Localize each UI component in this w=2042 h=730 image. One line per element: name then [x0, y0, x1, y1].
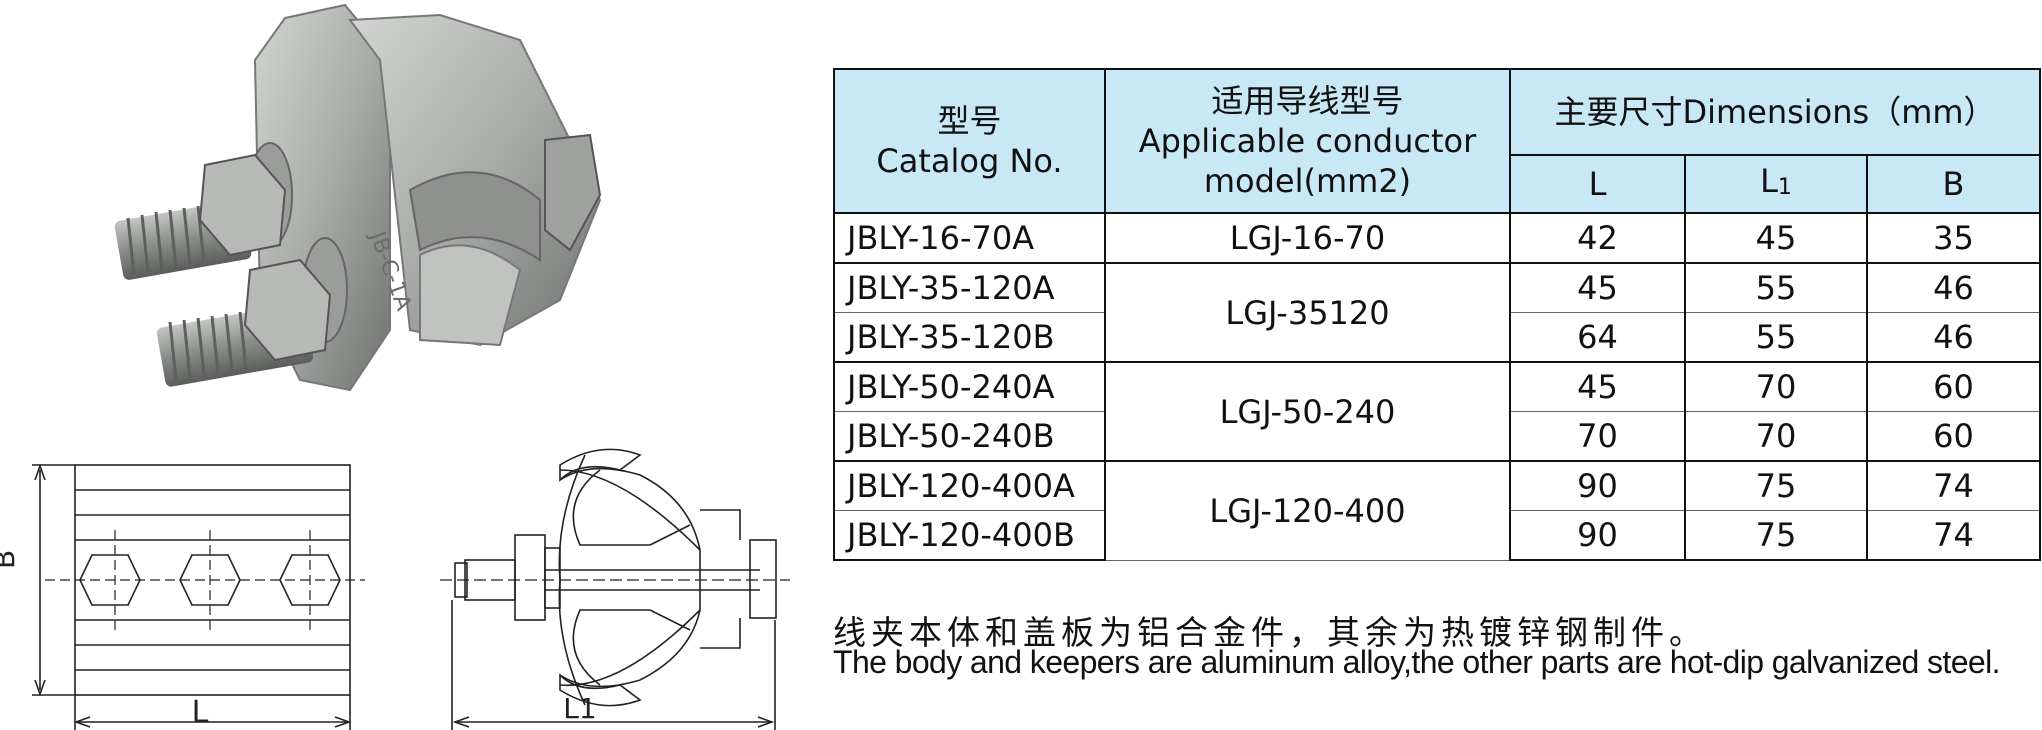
cell-catalog: JBLY-50-240A — [833, 361, 1106, 412]
cell-l: 45 — [1509, 262, 1686, 313]
header-applicable-conductor: 适用导线型号 Applicable conductor model(mm2) — [1104, 68, 1511, 214]
material-note-cn: 线夹本体和盖板为铝合金件，其余为热镀锌钢制件。 — [833, 613, 1707, 652]
cell-b: 46 — [1865, 262, 2042, 313]
table-row: JBLY-50-240B 70 70 60 — [833, 411, 2042, 462]
cell-l: 90 — [1509, 460, 1686, 511]
header-col-l1-sub: 1 — [1777, 174, 1792, 200]
cell-catalog: JBLY-120-400A — [833, 460, 1106, 511]
dimension-label-l1: L1 — [563, 692, 596, 725]
product-illustrations: JB-C-1A — [0, 3, 790, 730]
cell-conductor: LGJ-16-70 — [1104, 212, 1511, 264]
cell-l1: 75 — [1684, 460, 1868, 511]
material-note-en: The body and keepers are aluminum alloy,… — [833, 644, 2001, 680]
cell-conductor: LGJ-50-240 — [1104, 361, 1511, 462]
dimension-label-b: B — [0, 550, 21, 569]
cell-l: 90 — [1509, 510, 1686, 561]
cell-b: 35 — [1865, 212, 2042, 264]
header-col-l: L — [1509, 154, 1686, 214]
table-row: JBLY-120-400B 90 75 74 — [833, 510, 2042, 561]
table-subheader-row: L L1 B — [834, 154, 2042, 214]
cell-b: 60 — [1865, 361, 2042, 412]
cell-b: 46 — [1865, 312, 2042, 363]
header-catalog-no: 型号 Catalog No. — [833, 68, 1106, 214]
specification-table: 型号 Catalog No. 适用导线型号 Applicable conduct… — [833, 68, 2042, 561]
table-header-row: 型号 Catalog No. 适用导线型号 Applicable conduct… — [833, 68, 2042, 214]
cell-b: 74 — [1865, 460, 2042, 511]
header-catalog-cn: 型号 — [937, 102, 1002, 140]
cell-b: 60 — [1865, 411, 2042, 462]
header-conductor-cn: 适用导线型号 — [1211, 82, 1404, 120]
table-row: JBLY-35-120B 64 55 46 — [833, 312, 2042, 363]
table-row: JBLY-35-120A LGJ-35120 45 55 46 — [833, 262, 2042, 363]
cell-catalog: JBLY-16-70A — [833, 212, 1106, 264]
table-row: JBLY-120-400A LGJ-120-400 90 75 74 — [833, 460, 2042, 561]
table-row: JBLY-16-70A LGJ-16-70 42 45 35 — [833, 212, 2042, 264]
cell-l: 42 — [1509, 212, 1686, 264]
header-catalog-en: Catalog No. — [876, 142, 1063, 180]
cell-conductor: LGJ-120-400 — [1104, 460, 1511, 561]
cell-l1: 55 — [1684, 312, 1868, 363]
header-conductor-en-1: Applicable conductor — [1138, 122, 1477, 160]
cell-catalog: JBLY-120-400B — [833, 510, 1106, 561]
front-view-drawing — [32, 463, 365, 730]
header-conductor-en-2: model(mm2) — [1203, 162, 1412, 200]
dimension-label-l: L — [192, 695, 209, 730]
cell-l1: 55 — [1684, 262, 1868, 313]
bolt-threads — [126, 205, 248, 381]
cell-catalog: JBLY-50-240B — [833, 411, 1106, 462]
side-view-drawing — [440, 448, 790, 730]
cell-catalog: JBLY-35-120A — [833, 262, 1106, 313]
header-col-b: B — [1865, 154, 2042, 214]
cell-l1: 45 — [1684, 212, 1868, 264]
cell-l1: 70 — [1684, 411, 1868, 462]
cell-catalog: JBLY-35-120B — [833, 312, 1106, 363]
cell-l1: 75 — [1684, 510, 1868, 561]
header-col-l1: L1 — [1684, 154, 1868, 214]
table-row: JBLY-50-240A LGJ-50-240 45 70 60 — [833, 361, 2042, 462]
clamp-photo: JB-C-1A — [114, 3, 602, 392]
cell-l: 64 — [1509, 312, 1686, 363]
cell-b: 74 — [1865, 510, 2042, 561]
cell-l1: 70 — [1684, 361, 1868, 412]
cell-l: 45 — [1509, 361, 1686, 412]
header-col-l1-main: L — [1760, 161, 1778, 200]
header-dimensions: 主要尺寸Dimensions（mm） — [1508, 68, 2042, 156]
cell-conductor: LGJ-35120 — [1104, 262, 1511, 363]
cell-l: 70 — [1509, 411, 1686, 462]
